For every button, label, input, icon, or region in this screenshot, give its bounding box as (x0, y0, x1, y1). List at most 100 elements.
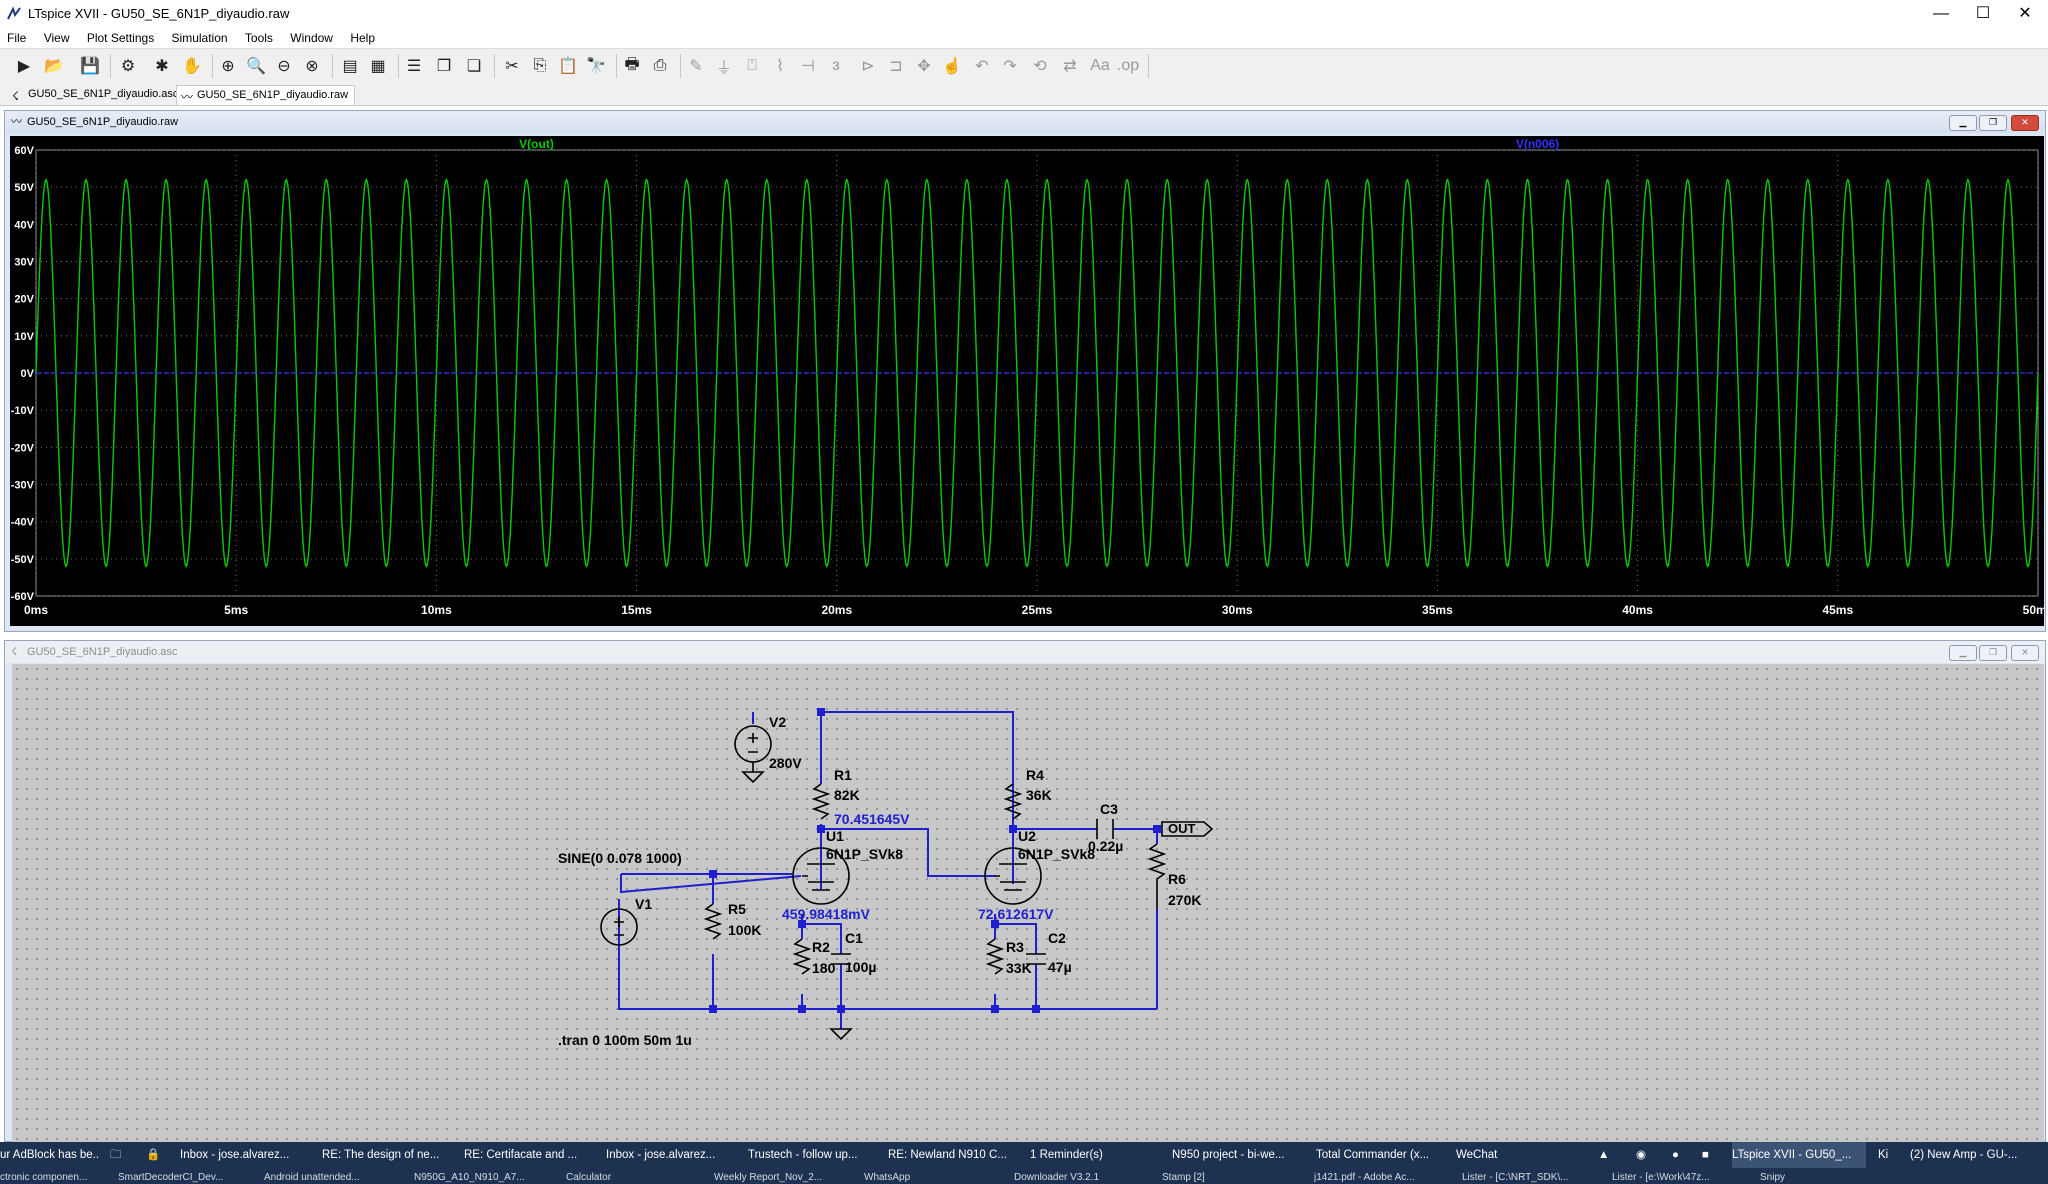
taskbar-item[interactable]: Ki (1878, 1149, 1889, 1161)
minimize-button[interactable]: — (1933, 5, 1949, 22)
taskbar-item[interactable]: WeChat (1456, 1149, 1498, 1161)
taskbar-item[interactable]: RE: Newland N910 C... (888, 1149, 1007, 1161)
mdi-restore-button[interactable]: ❐ (1979, 115, 2007, 131)
legend-entry: V(out) (519, 137, 554, 151)
menu-window[interactable]: Window (290, 31, 333, 45)
taskbar-item[interactable]: 1 Reminder(s) (1030, 1149, 1103, 1161)
redo-icon[interactable]: ↷ (1003, 58, 1017, 75)
r2-label: R2 (812, 939, 830, 955)
open-folder-icon[interactable]: 📂 (44, 58, 64, 75)
taskbar-item[interactable]: Lister - [C:\NRT_SDK\... (1462, 1172, 1569, 1183)
r1-label: R1 (834, 767, 852, 783)
taskbar-item[interactable]: ur AdBlock has be... (0, 1149, 100, 1161)
tab-waveform[interactable]: 〰 GU50_SE_6N1P_diyaudio.raw (176, 85, 356, 105)
autorange-icon[interactable]: ▤ (342, 58, 358, 75)
menu-simulation[interactable]: Simulation (171, 31, 228, 45)
taskbar-item[interactable]: ctronic componen... (0, 1172, 88, 1183)
tile-vertical-icon[interactable]: ❏ (466, 58, 482, 75)
taskbar-tray-icon[interactable]: ◉ (1636, 1149, 1647, 1161)
taskbar-tray-icon[interactable]: ▲ (1598, 1149, 1610, 1161)
taskbar-item[interactable]: j1421.pdf - Adobe Ac... (1314, 1172, 1415, 1183)
mirror-icon[interactable]: ⇄ (1063, 58, 1077, 75)
taskbar-folder-icon[interactable]: 🗀 (110, 1149, 122, 1161)
schematic-canvas[interactable]: V2 280V R1 82K R4 36K C3 0.22µ OUT U1 6N… (12, 664, 2044, 1142)
taskbar-item[interactable]: (2) New Amp - GU-... (1910, 1149, 2018, 1161)
halt-icon[interactable]: ✱ (155, 58, 169, 75)
print-setup-icon[interactable]: ⎙ (653, 57, 667, 74)
resistor-icon[interactable]: ⌇ (776, 58, 784, 75)
taskbar-item-ltspice[interactable]: LTspice XVII - GU50_... (1732, 1142, 1866, 1168)
taskbar-item[interactable]: SmartDecoderCI_Dev... (118, 1172, 224, 1183)
taskbar-item[interactable]: Stamp [2] (1162, 1172, 1205, 1183)
out-label: OUT (1168, 821, 1196, 836)
find-icon[interactable]: 🔭 (586, 58, 606, 75)
rotate-icon[interactable]: ⟲ (1033, 58, 1047, 75)
zoom-fit-icon[interactable]: ⊗ (305, 58, 319, 75)
run-icon[interactable]: ▶ (17, 58, 31, 75)
mdi-minimize-button[interactable]: ▁ (1949, 645, 1977, 661)
mdi-restore-button[interactable]: ❐ (1979, 645, 2007, 661)
save-icon[interactable]: 💾 (80, 58, 100, 75)
r5-label: R5 (728, 901, 746, 917)
taskbar-item[interactable]: Inbox - jose.alvarez... (606, 1149, 716, 1161)
taskbar-item[interactable]: Calculator (566, 1172, 612, 1183)
taskbar-item[interactable]: RE: The design of ne... (322, 1149, 440, 1161)
label-net-icon[interactable]: ⍞ (747, 57, 757, 74)
taskbar-item[interactable]: Lister - [e:\Work\47z... (1612, 1172, 1710, 1183)
y-tick-label: 60V (14, 145, 34, 157)
taskbar-tray-icon[interactable]: ■ (1702, 1149, 1709, 1161)
tile-horizontal-icon[interactable]: ☰ (406, 58, 422, 75)
inductor-icon[interactable]: ɜ (832, 57, 840, 74)
diode-icon[interactable]: ⊳ (861, 58, 875, 75)
menu-plot-settings[interactable]: Plot Settings (86, 31, 155, 45)
menu-view[interactable]: View (43, 31, 70, 45)
zoom-out-icon[interactable]: ⊖ (277, 58, 291, 75)
maximize-button[interactable]: ☐ (1975, 5, 1991, 22)
u1-electrodes (802, 863, 835, 891)
taskbar-item[interactable]: Inbox - jose.alvarez... (180, 1149, 290, 1161)
zoom-in-icon[interactable]: ⊕ (221, 58, 235, 75)
close-button[interactable]: ✕ (2018, 5, 2032, 22)
drag-icon[interactable]: ☝ (942, 58, 962, 75)
manual-limits-icon[interactable]: ▦ (370, 58, 386, 75)
text-icon[interactable]: Aa (1090, 57, 1110, 74)
taskbar-tray-icon[interactable]: ● (1672, 1149, 1679, 1161)
taskbar-item[interactable]: WhatsApp (864, 1172, 911, 1183)
taskbar-item[interactable]: N950G_A10_N910_A7... (414, 1172, 525, 1183)
y-tick-label: -50V (11, 554, 35, 566)
cascade-icon[interactable]: ❐ (436, 58, 452, 75)
capacitor-icon[interactable]: ⊣ (801, 58, 815, 75)
taskbar-item[interactable]: Android unattended... (264, 1172, 360, 1183)
spice-directive-icon[interactable]: .op (1116, 57, 1140, 74)
mdi-close-button[interactable]: ✕ (2011, 115, 2039, 131)
taskbar-item[interactable]: Downloader V3.2.1 (1014, 1172, 1100, 1183)
ground-icon[interactable]: ⏚ (715, 60, 732, 77)
move-icon[interactable]: ✥ (917, 58, 931, 75)
taskbar-item[interactable]: Snipy (1760, 1172, 1786, 1183)
component-icon[interactable]: ⊐ (889, 58, 903, 75)
taskbar-item[interactable]: N950 project - bi-we... (1172, 1149, 1285, 1161)
pan-hand-icon[interactable]: ✋ (182, 58, 202, 75)
mdi-close-button[interactable]: ✕ (2011, 645, 2039, 661)
cut-icon[interactable]: ✂ (505, 58, 519, 75)
copy-icon[interactable]: ⎘ (533, 57, 547, 74)
menu-help[interactable]: Help (350, 31, 375, 45)
menu-file[interactable]: File (7, 31, 27, 45)
wire-icon[interactable]: ✎ (689, 58, 703, 75)
taskbar-item[interactable]: RE: Certifacate and ... (464, 1149, 578, 1161)
mdi-minimize-button[interactable]: ▁ (1949, 115, 1977, 131)
control-panel-icon[interactable]: ⚙ (120, 58, 136, 75)
print-icon[interactable]: 🖶 (624, 55, 640, 73)
menu-tools[interactable]: Tools (244, 31, 273, 45)
toolbar: ▶ 📂 💾 ⚙ ✱ ✋ ⊕ 🔍 ⊖ ⊗ ▤ ▦ ☰ ❐ ❏ ✂ ⎘ 📋 🔭 🖶 … (0, 48, 2048, 84)
taskbar-item[interactable]: Weekly Report_Nov_2... (714, 1172, 823, 1183)
tab-schematic[interactable]: ☇ GU50_SE_6N1P_diyaudio.asc (8, 85, 184, 104)
taskbar-lock-icon[interactable]: 🔒 (146, 1149, 161, 1161)
taskbar-item[interactable]: Total Commander (x... (1316, 1149, 1430, 1161)
taskbar-item[interactable]: Trustech - follow up... (748, 1149, 858, 1161)
circuit-diagram: V2 280V R1 82K R4 36K C3 0.22µ OUT U1 6N… (558, 708, 1214, 1048)
zoom-back-icon[interactable]: 🔍 (246, 58, 266, 75)
paste-icon[interactable]: 📋 (558, 58, 578, 75)
undo-icon[interactable]: ↶ (975, 58, 989, 75)
